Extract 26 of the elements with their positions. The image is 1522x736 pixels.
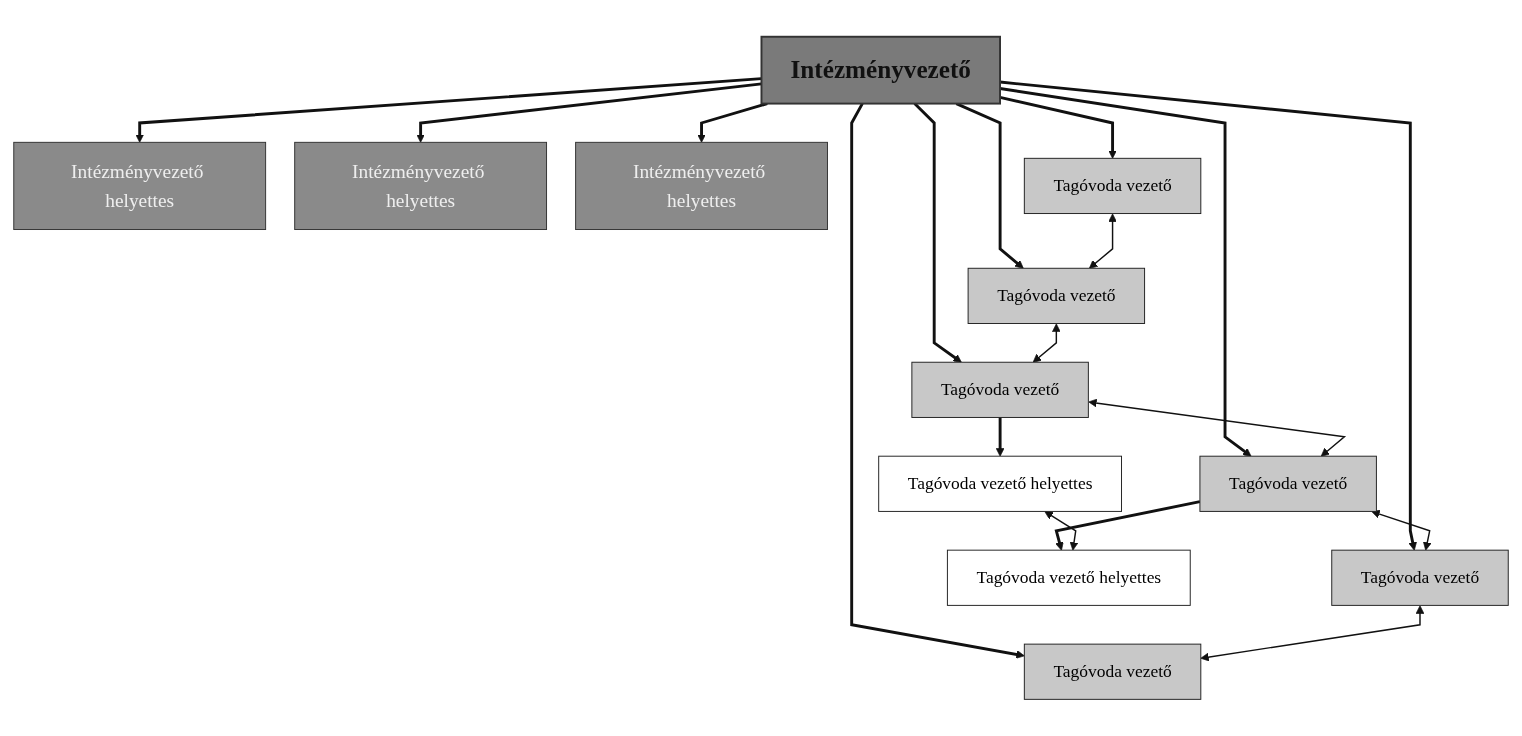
arrow — [697, 102, 768, 143]
node-box: Tagóvoda vezető — [967, 267, 1146, 324]
node-box: Tagóvoda vezető — [1023, 157, 1202, 214]
node-box: Intézményvezető helyettes — [13, 141, 267, 230]
arrow — [1200, 605, 1425, 662]
node-box: Intézményvezető helyettes — [575, 141, 828, 230]
arrow — [995, 417, 1005, 457]
arrow — [913, 102, 962, 363]
arrow — [135, 77, 762, 143]
node-box: Tagóvoda vezető helyettes — [946, 549, 1191, 606]
arrow — [416, 82, 762, 143]
arrow — [1032, 323, 1061, 363]
arrow — [955, 102, 1024, 269]
node-box: Intézményvezető — [760, 35, 1001, 105]
arrow — [1371, 509, 1432, 551]
node-box: Tagóvoda vezető helyettes — [878, 455, 1122, 512]
node-box: Tagóvoda vezető — [1199, 455, 1377, 512]
node-box: Intézményvezető helyettes — [294, 141, 548, 230]
arrow — [1088, 398, 1347, 457]
arrow — [1044, 511, 1079, 551]
node-box: Tagóvoda vezető — [1023, 643, 1202, 700]
node-box: Tagóvoda vezető — [911, 361, 1089, 418]
node-box: Tagóvoda vezető — [1331, 549, 1509, 606]
arrow — [850, 102, 1025, 659]
arrow — [1054, 500, 1201, 551]
arrow — [1089, 213, 1117, 269]
